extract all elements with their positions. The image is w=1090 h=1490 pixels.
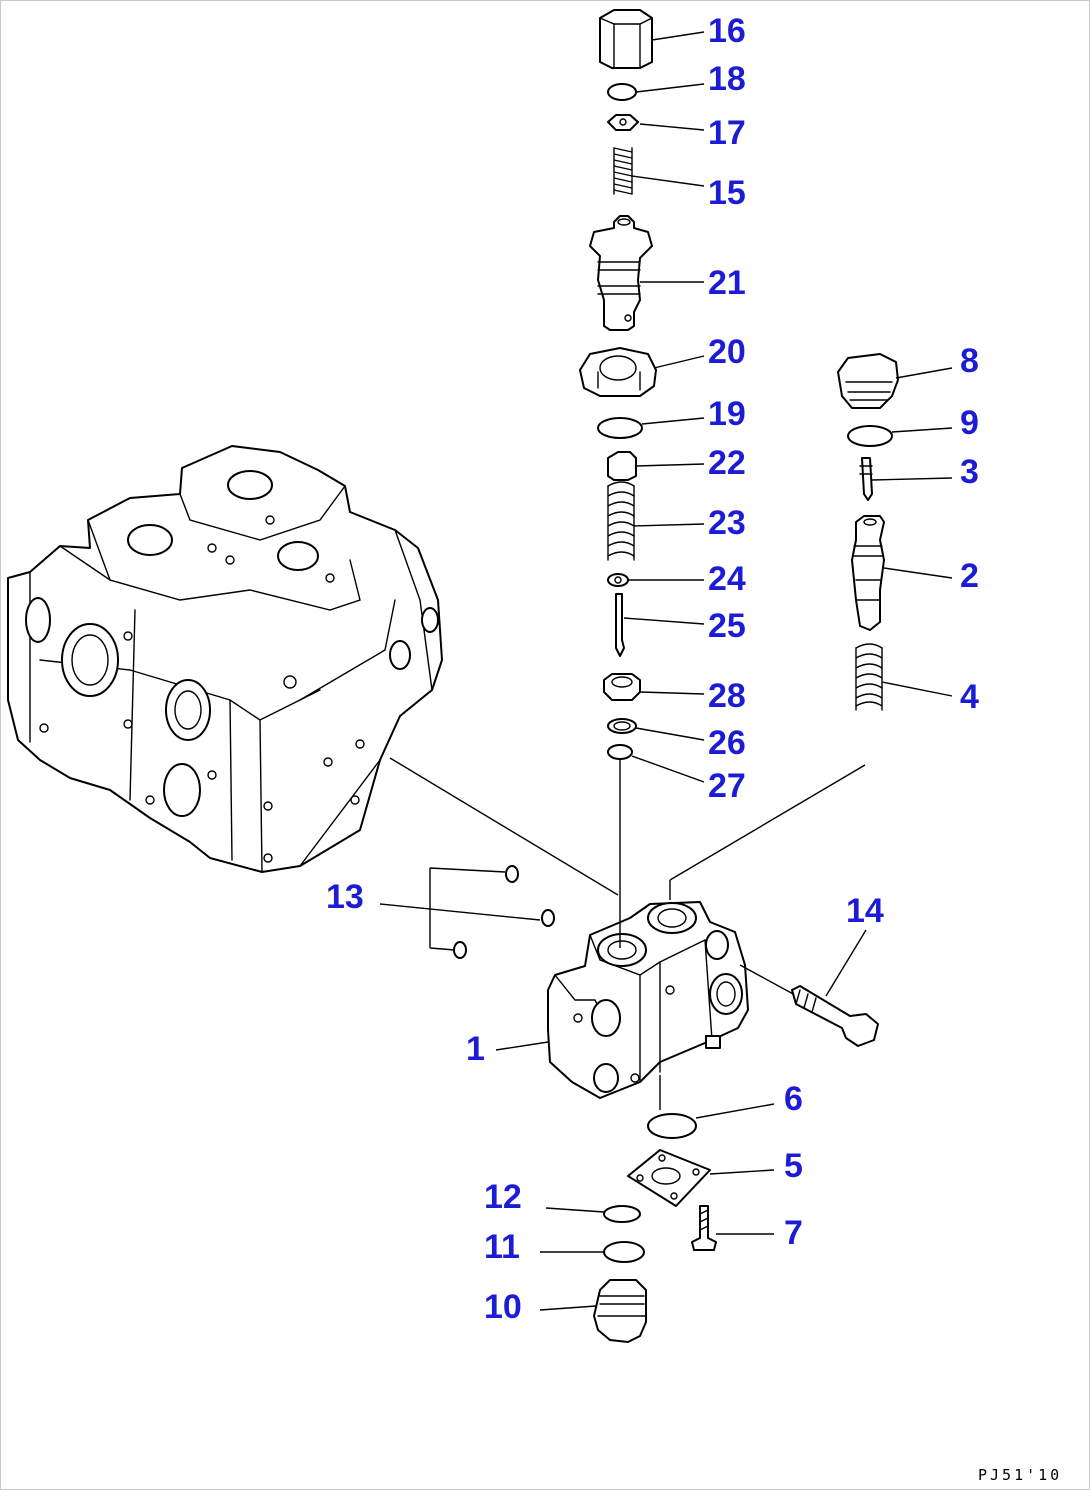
part-21-pilot-poppet bbox=[589, 215, 653, 331]
part-17-nut bbox=[607, 114, 639, 131]
assembly-line-bolt bbox=[739, 964, 796, 996]
callout-2: 2 bbox=[960, 557, 979, 595]
part-15-spring bbox=[613, 147, 633, 195]
callout-23: 23 bbox=[708, 504, 746, 542]
callout-8: 8 bbox=[960, 342, 979, 380]
part-8-plug bbox=[837, 353, 899, 409]
part-23-spring bbox=[607, 481, 635, 561]
part-9-oring bbox=[847, 425, 893, 447]
callout-6: 6 bbox=[784, 1080, 803, 1118]
callout-28: 28 bbox=[708, 677, 746, 715]
callout-24: 24 bbox=[708, 560, 746, 598]
callout-25: 25 bbox=[708, 607, 746, 645]
part-18-oring bbox=[607, 83, 637, 101]
callout-26: 26 bbox=[708, 724, 746, 762]
part-28-plug bbox=[603, 673, 641, 701]
part-5-cover bbox=[627, 1149, 711, 1207]
callout-17: 17 bbox=[708, 114, 746, 152]
callout-9: 9 bbox=[960, 404, 979, 442]
part-11-oring bbox=[603, 1241, 645, 1263]
part-4-spring bbox=[855, 643, 883, 711]
callout-5: 5 bbox=[784, 1147, 803, 1185]
assembly-line-block-to-relief bbox=[669, 764, 866, 881]
part-1-valve-block bbox=[547, 901, 749, 1099]
callout-19: 19 bbox=[708, 395, 746, 433]
callout-3: 3 bbox=[960, 453, 979, 491]
part-13-plugs bbox=[429, 865, 555, 959]
callout-10: 10 bbox=[484, 1288, 522, 1326]
assembly-line-block-to-housing bbox=[389, 757, 619, 896]
callout-14: 14 bbox=[846, 892, 884, 930]
callout-18: 18 bbox=[708, 60, 746, 98]
part-27-oring bbox=[607, 744, 633, 760]
callout-4: 4 bbox=[960, 678, 979, 716]
callout-13: 13 bbox=[326, 878, 364, 916]
callout-11: 11 bbox=[484, 1228, 520, 1266]
callout-21: 21 bbox=[708, 264, 746, 302]
part-26-backup-ring bbox=[607, 718, 637, 734]
part-19-oring bbox=[597, 417, 643, 439]
part-12-oring bbox=[603, 1205, 641, 1223]
callout-1: 1 bbox=[466, 1030, 485, 1068]
part-24-washer bbox=[607, 573, 629, 587]
part-22-seat bbox=[607, 451, 637, 481]
callout-12: 12 bbox=[484, 1178, 522, 1216]
callout-20: 20 bbox=[708, 333, 746, 371]
part-3-pin bbox=[859, 457, 873, 501]
part-6-oring bbox=[647, 1113, 697, 1139]
leader-lines bbox=[379, 31, 953, 1311]
part-25-pin bbox=[615, 593, 625, 657]
part-10-plug bbox=[593, 1279, 647, 1343]
main-valve-housing bbox=[7, 445, 443, 873]
part-2-poppet bbox=[851, 515, 885, 631]
part-16-cap bbox=[599, 9, 653, 69]
callout-7: 7 bbox=[784, 1214, 803, 1252]
part-7-bolt bbox=[691, 1205, 717, 1251]
callout-22: 22 bbox=[708, 444, 746, 482]
callout-27: 27 bbox=[708, 767, 746, 805]
part-14-bolt bbox=[791, 985, 879, 1047]
part-20-nut bbox=[579, 347, 657, 397]
callout-15: 15 bbox=[708, 174, 746, 212]
drawing-code: PJ51'10 bbox=[978, 1466, 1062, 1484]
callout-16: 16 bbox=[708, 12, 746, 50]
